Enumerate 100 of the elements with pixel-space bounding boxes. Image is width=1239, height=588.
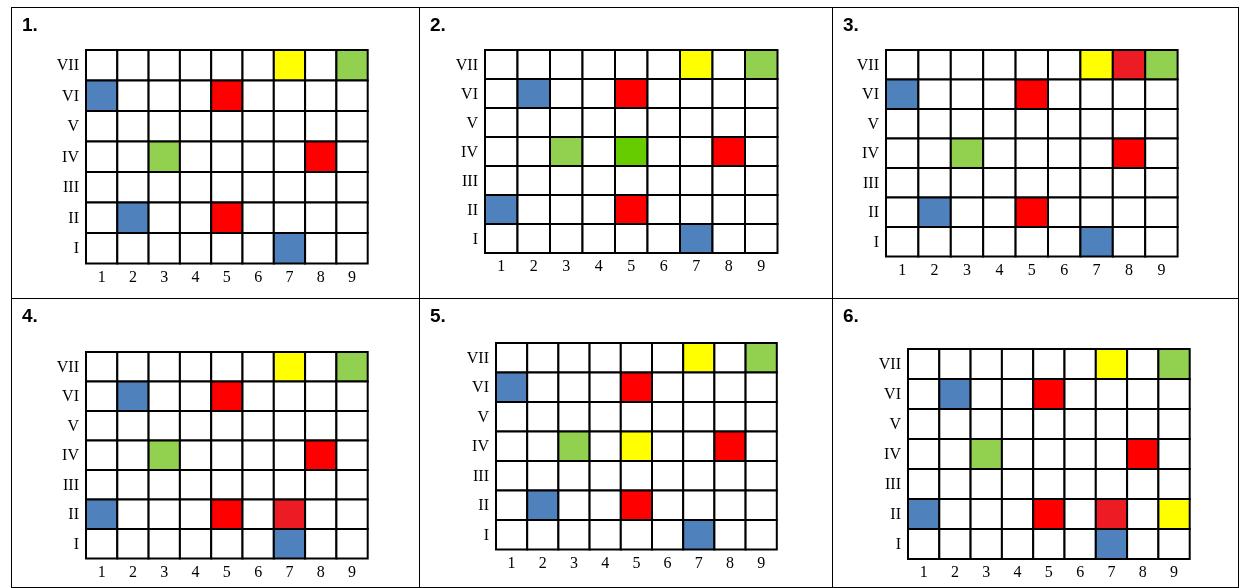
column-label: 8 [315, 562, 326, 581]
column-label: 2 [127, 267, 138, 286]
row-label: VII [465, 348, 489, 367]
column-label: 3 [159, 562, 170, 581]
column-label: 7 [693, 553, 704, 572]
column-label: 7 [284, 562, 295, 581]
row-label: IV [883, 445, 901, 463]
column-label: 1 [897, 260, 908, 279]
row-label: V [66, 117, 79, 136]
column-label: 7 [691, 257, 702, 275]
row-label: IV [471, 437, 489, 456]
column-label: 9 [756, 553, 767, 572]
row-label: V [66, 416, 79, 435]
column-label: 4 [600, 553, 611, 572]
column-label: 9 [756, 257, 767, 275]
column-label: 3 [981, 563, 992, 581]
column-label: 4 [190, 562, 201, 581]
row-label: I [471, 229, 478, 248]
column-label: 5 [626, 257, 637, 275]
column-label: 2 [537, 553, 548, 572]
row-label: IV [61, 446, 79, 465]
row-label: VII [855, 55, 879, 74]
row-label: V [476, 407, 489, 426]
column-label: 6 [1059, 260, 1070, 279]
column-label: 2 [127, 562, 138, 581]
column-label: 6 [662, 553, 673, 572]
row-label: VI [471, 378, 489, 397]
row-label: I [482, 525, 489, 544]
row-label: IV [460, 142, 478, 161]
row-label: VI [61, 387, 79, 406]
column-label: 7 [1106, 563, 1117, 581]
column-label: 6 [253, 562, 264, 581]
column-label: 1 [96, 562, 107, 581]
row-label: I [872, 232, 879, 251]
row-label: VI [460, 84, 478, 103]
row-label: V [465, 113, 478, 132]
column-label: 8 [723, 257, 734, 275]
row-label: IV [861, 144, 879, 163]
panel-cell [832, 298, 1239, 588]
column-label: 3 [962, 260, 972, 279]
row-label: VII [55, 357, 79, 376]
row-label: III [862, 173, 879, 192]
column-label: 4 [994, 260, 1005, 279]
panel-number: 1. [22, 14, 38, 36]
column-label: 1 [96, 267, 107, 286]
panel-cell [11, 7, 420, 299]
column-label: 5 [221, 267, 232, 286]
row-label: VII [454, 55, 478, 74]
row-label: II [477, 496, 489, 515]
column-label: 1 [506, 553, 517, 572]
column-label: 9 [347, 562, 358, 581]
column-label: 5 [1043, 563, 1054, 581]
column-label: 8 [1124, 260, 1134, 279]
row-label: III [461, 171, 478, 190]
row-label: VII [55, 56, 79, 75]
row-label: V [866, 114, 879, 133]
column-label: 9 [1156, 260, 1167, 279]
row-label: III [62, 475, 79, 494]
panel-cell [832, 7, 1239, 299]
column-label: 1 [496, 257, 507, 275]
row-label: VI [861, 85, 879, 104]
row-label: I [72, 534, 79, 553]
column-label: 4 [1012, 563, 1023, 581]
column-label: 5 [1026, 260, 1037, 279]
column-label: 2 [929, 260, 940, 279]
column-label: 2 [528, 257, 539, 275]
column-label: 3 [569, 553, 579, 572]
panel-number: 6. [843, 305, 859, 327]
column-label: 3 [561, 257, 572, 275]
column-label: 8 [1137, 563, 1148, 581]
column-label: 6 [1075, 563, 1086, 581]
row-label: III [472, 466, 489, 485]
row-label: III [884, 475, 901, 493]
panel-number: 4. [22, 305, 38, 327]
row-label: II [67, 208, 79, 227]
column-label: 4 [593, 257, 604, 275]
column-label: 1 [918, 563, 929, 581]
column-label: 7 [1091, 260, 1102, 279]
column-label: 8 [315, 267, 326, 286]
column-label: 6 [253, 267, 264, 286]
row-label: IV [61, 147, 79, 166]
row-label: VI [61, 86, 79, 105]
row-label: III [62, 178, 79, 197]
column-label: 5 [631, 553, 642, 572]
panel-cell [11, 298, 420, 588]
row-label: V [888, 415, 901, 433]
column-label: 6 [658, 257, 669, 275]
column-label: 8 [725, 553, 735, 572]
row-label: II [889, 505, 901, 523]
panel-number: 2. [430, 14, 446, 36]
panel-number: 5. [430, 305, 446, 327]
row-label: VII [877, 355, 901, 373]
column-label: 7 [284, 267, 295, 286]
row-label: VI [883, 385, 901, 403]
row-label: I [72, 239, 79, 258]
column-label: 4 [190, 267, 201, 286]
row-label: II [867, 203, 879, 222]
column-label: 3 [159, 267, 170, 286]
column-label: 2 [949, 563, 960, 581]
row-label: I [894, 535, 901, 553]
